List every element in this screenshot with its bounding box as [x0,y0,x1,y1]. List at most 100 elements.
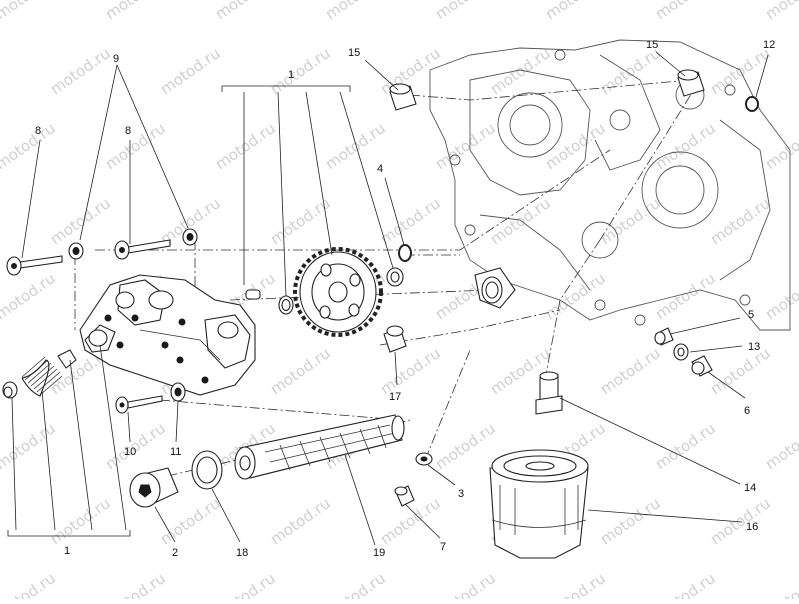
washer-11 [170,382,186,402]
watermark-text: motod.ru [322,569,389,599]
watermark-text: motod.ru [47,194,114,248]
filter-nipple-14 [535,371,563,415]
oil-filter-16 [489,449,589,559]
case-fitting [474,267,516,309]
washer-3 [415,452,433,466]
dowel-15-left [389,83,417,111]
watermark-text: motod.ru [652,419,719,473]
watermark-text: motod.ru [0,494,4,548]
watermark-text: motod.ru [542,569,609,599]
watermark-text: motod.ru [762,569,799,599]
woodruff-key [245,289,261,300]
watermark-text: motod.ru [212,0,279,23]
callout-labels: 1 1 2 3 4 5 6 7 8 8 9 10 11 12 13 14 15 … [35,39,775,559]
watermark-text: motod.ru [597,44,664,98]
watermark-text: motod.ru [542,119,609,173]
watermark-text: motod.ru [762,0,799,23]
callout-8-left: 8 [35,125,41,137]
watermark-text: motod.ru [102,0,169,23]
watermark-text: motod.ru [432,119,499,173]
seal-18 [191,450,223,490]
callout-3: 3 [458,488,464,500]
watermark-text: motod.ru [762,419,799,473]
watermark-text: motod.ru [212,569,279,599]
watermark-text: motod.ru [0,194,4,248]
callout-10: 10 [124,446,136,458]
watermark-text: motod.ru [707,344,774,398]
oil-strainer-19 [234,414,405,480]
callout-8-right: 8 [125,125,131,137]
dowel-17 [383,325,407,353]
callout-2: 2 [172,547,178,559]
watermark-text: motod.ru [597,194,664,248]
callout-1-bottom: 1 [64,545,70,557]
washer-9-left [68,242,84,260]
pump-drive-gear [293,247,383,337]
watermark-text: motod.ru [487,194,554,248]
circlip [278,295,294,315]
watermark-text: motod.ru [102,119,169,173]
watermark-text: motod.ru [0,269,59,323]
bolt-8-right [114,239,171,260]
watermark-text: motod.ru [377,194,444,248]
watermark-text: motod.ru [652,0,719,23]
watermark-text: motod.ru [102,569,169,599]
callout-1-top: 1 [288,69,294,81]
washer-13 [673,343,689,361]
gear-washer [386,267,404,287]
bolt-10 [115,395,163,414]
relief-spring [21,356,63,397]
watermark-text: motod.ru [157,494,224,548]
callout-6: 6 [744,405,750,417]
watermark-text: motod.ru [377,344,444,398]
callout-4: 4 [377,163,383,175]
watermark-text: motod.ru [0,419,59,473]
watermark-text: motod.ru [432,569,499,599]
bolt-8-left [6,255,63,276]
callout-13: 13 [748,341,760,353]
watermark-text: motod.ru [762,269,799,323]
watermark-text: motod.ru [47,44,114,98]
washer-9-right [182,228,198,246]
callout-7: 7 [440,541,446,553]
watermark-text: motod.ru [0,119,59,173]
watermark-text: motod.ru [212,119,279,173]
watermark-text: motod.ru [652,569,719,599]
watermark-text: motod.ru [542,0,609,23]
watermark-text: motod.ru [267,344,334,398]
watermark-text: motod.ru [432,419,499,473]
crankcase [429,39,791,331]
plug-2 [129,467,179,508]
callout-9: 9 [113,53,119,65]
watermark-text: motod.ru [157,44,224,98]
watermark-text: motod.ru [652,269,719,323]
o-ring-4 [398,244,412,262]
watermark-text: motod.ru [267,44,334,98]
callout-11: 11 [170,446,181,458]
valve-plug [2,381,18,399]
callout-17: 17 [389,391,401,403]
plug-5 [654,327,674,346]
watermark-text: motod.ru [47,494,114,548]
watermark-text: motod.ru [762,119,799,173]
callout-14: 14 [744,482,756,494]
watermark-text: motod.ru [432,0,499,23]
leader-lines [7,51,769,546]
watermark-text: motod.ru [0,569,59,599]
watermark-text: motod.ru [0,44,4,98]
callout-12: 12 [763,39,775,51]
callout-18: 18 [236,547,248,559]
callout-5: 5 [748,309,754,321]
watermark-text: motod.ru [267,494,334,548]
watermark-text: motod.ru [597,344,664,398]
watermark-text: motod.ru [707,494,774,548]
watermark-text: motod.ru [487,44,554,98]
callout-15-left: 15 [348,47,360,59]
screw-7 [394,485,415,507]
o-ring-12 [745,96,759,112]
watermark-text: motod.ru [707,194,774,248]
watermark-text: motod.ru [0,0,59,23]
dowel-15-right [677,69,705,97]
